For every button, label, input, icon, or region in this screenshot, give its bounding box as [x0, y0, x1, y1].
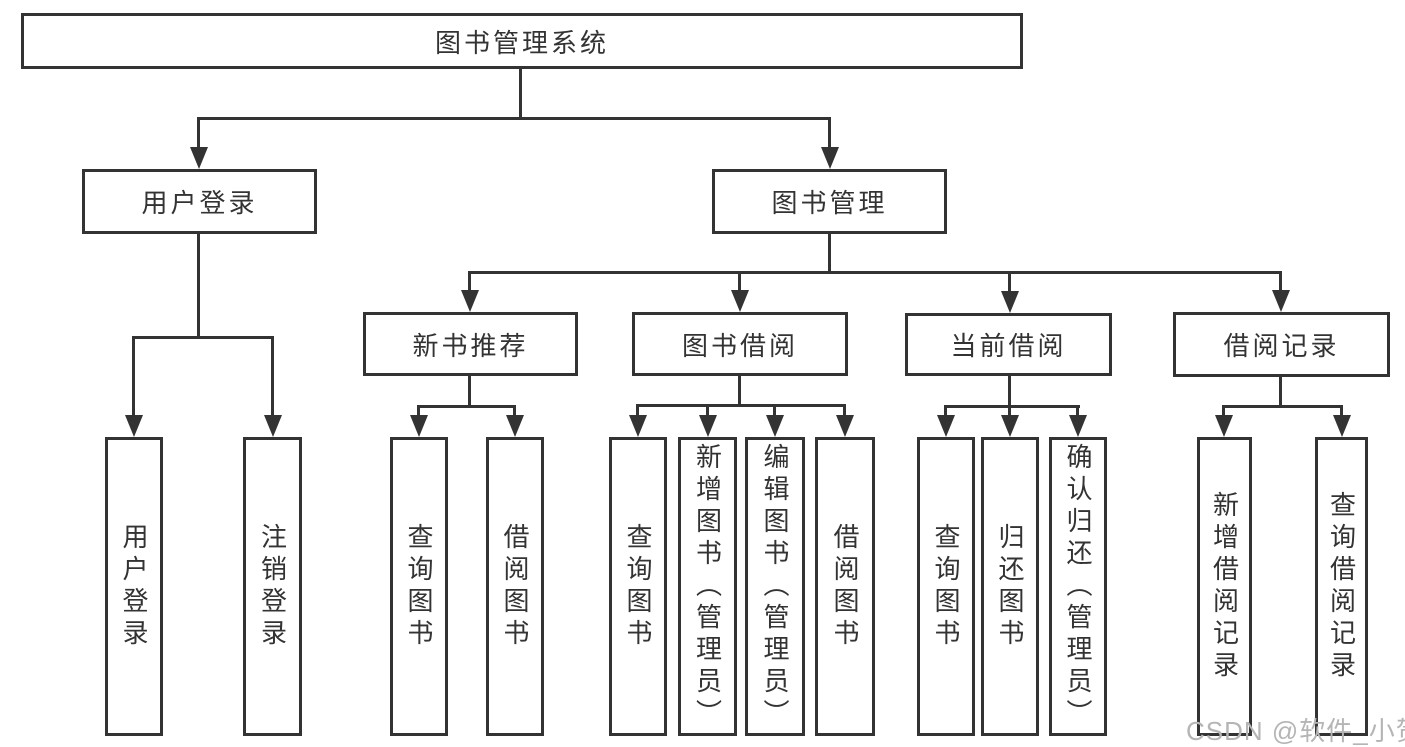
connector-line	[468, 271, 1282, 274]
arrow-down-icon	[629, 415, 647, 437]
connector-line	[706, 404, 709, 418]
connector-line	[197, 117, 200, 151]
arrow-down-icon	[836, 415, 854, 437]
arrow-down-icon	[410, 415, 428, 437]
connector-line	[1008, 271, 1011, 294]
node-query-borrow-record: 查询借阅记录	[1315, 437, 1368, 736]
node-label: 查询图书	[931, 522, 961, 651]
arrow-down-icon	[731, 290, 749, 312]
node-query-books-current: 查询图书	[917, 437, 975, 736]
connector-line	[468, 376, 471, 408]
connector-line	[132, 336, 274, 339]
connector-line	[1279, 377, 1282, 408]
node-query-books-borrowing: 查询图书	[609, 437, 667, 736]
connector-line	[738, 376, 741, 407]
arrow-down-icon	[766, 415, 784, 437]
arrow-down-icon	[1001, 415, 1019, 437]
arrow-down-icon	[190, 147, 208, 169]
node-label: 查询借阅记录	[1326, 490, 1357, 683]
connector-line	[519, 68, 522, 120]
arrow-down-icon	[1069, 415, 1087, 437]
node-label: 新增借阅记录	[1209, 490, 1240, 683]
connector-line	[944, 405, 1080, 408]
node-current-borrowing: 当前借阅	[905, 313, 1112, 376]
connector-line	[828, 233, 831, 274]
node-label: 编辑图书（管理员）	[760, 442, 790, 731]
connector-line	[1279, 271, 1282, 293]
node-borrow-records: 借阅记录	[1173, 312, 1390, 377]
arrow-down-icon	[461, 290, 479, 312]
node-user-login-leaf: 用户登录	[105, 437, 163, 736]
connector-line	[417, 405, 420, 418]
arrow-down-icon	[821, 147, 839, 169]
arrow-down-icon	[125, 415, 143, 437]
connector-line	[271, 336, 274, 418]
arrow-down-icon	[506, 415, 524, 437]
watermark: CSDN @软件_小贺同学	[1186, 716, 1405, 746]
arrow-down-icon	[264, 415, 282, 437]
node-label: 用户登录	[141, 188, 258, 218]
connector-line	[636, 404, 639, 418]
arrow-down-icon	[699, 415, 717, 437]
connector-line	[197, 233, 200, 339]
node-new-book-recommend: 新书推荐	[363, 312, 578, 376]
node-confirm-return-admin: 确认归还（管理员）	[1049, 437, 1107, 736]
node-label: 图书管理系统	[434, 27, 609, 58]
node-add-book-admin: 新增图书（管理员）	[678, 437, 737, 736]
node-label: 归还图书	[995, 522, 1025, 651]
node-label: 查询图书	[404, 522, 434, 651]
node-label: 借阅记录	[1223, 331, 1340, 361]
node-label: 图书管理	[771, 188, 888, 218]
connector-line	[132, 336, 135, 418]
node-library-management-system: 图书管理系统	[21, 13, 1023, 69]
node-user-login: 用户登录	[82, 169, 317, 234]
connector-line	[513, 405, 516, 418]
connector-line	[1340, 405, 1343, 418]
node-label: 当前借阅	[950, 331, 1067, 361]
connector-line	[1008, 376, 1011, 408]
node-label: 用户登录	[119, 522, 149, 651]
node-label: 查询图书	[623, 522, 653, 651]
connector-line	[843, 404, 846, 418]
node-logout: 注销登录	[243, 437, 302, 736]
node-book-management: 图书管理	[712, 169, 947, 234]
connector-line	[197, 117, 831, 120]
node-label: 图书借阅	[681, 330, 798, 361]
node-borrow-books-borrowing: 借阅图书	[815, 437, 875, 736]
node-query-books-recommend: 查询图书	[390, 437, 448, 736]
connector-line	[738, 271, 741, 293]
node-label: 确认归还（管理员）	[1063, 442, 1093, 731]
arrow-down-icon	[937, 415, 955, 437]
arrow-down-icon	[1333, 415, 1351, 437]
connector-line	[944, 405, 947, 418]
connector-line	[1222, 405, 1225, 418]
node-label: 借阅图书	[500, 522, 530, 651]
connector-line	[773, 404, 776, 418]
connector-line	[828, 117, 831, 151]
node-label: 注销登录	[257, 522, 288, 651]
node-return-book: 归还图书	[981, 437, 1039, 736]
connector-line	[1222, 405, 1343, 408]
arrow-down-icon	[1272, 290, 1290, 312]
connector-line	[1076, 405, 1079, 418]
node-book-borrowing: 图书借阅	[632, 312, 848, 376]
node-label: 新书推荐	[412, 330, 529, 361]
node-add-borrow-record: 新增借阅记录	[1197, 437, 1252, 736]
arrow-down-icon	[1215, 415, 1233, 437]
node-label: 借阅图书	[830, 522, 860, 651]
connector-line	[417, 405, 516, 408]
connector-line	[468, 271, 471, 293]
node-borrow-books-recommend: 借阅图书	[486, 437, 544, 736]
node-edit-book-admin: 编辑图书（管理员）	[745, 437, 805, 736]
connector-line	[1008, 405, 1011, 418]
arrow-down-icon	[1001, 291, 1019, 313]
node-label: 新增图书（管理员）	[692, 442, 723, 731]
connector-line	[636, 404, 846, 407]
